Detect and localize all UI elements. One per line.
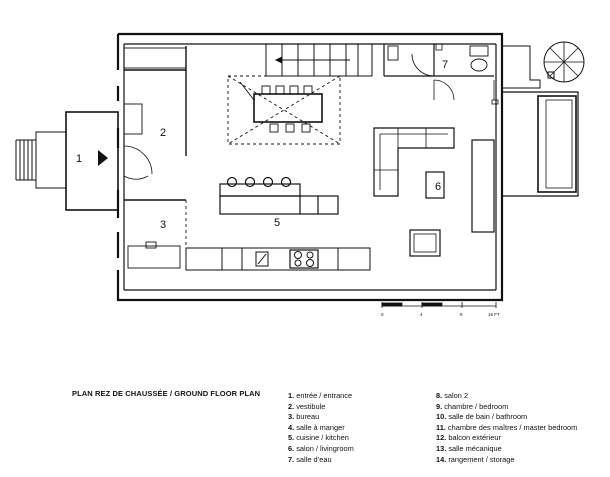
powder-room xyxy=(383,43,494,101)
scale-label-16: 16 FT xyxy=(488,312,500,317)
scale-label-0: 0 xyxy=(381,312,384,317)
legend-item: 5. cuisine / kitchen xyxy=(288,433,349,443)
room-number-5: 5 xyxy=(274,217,280,229)
legend-item: 11. chambre des maîtres / master bedroom xyxy=(436,422,578,432)
room-number-1: 1 xyxy=(76,153,82,165)
scale-bar xyxy=(381,302,497,308)
legend-title: PLAN REZ DE CHAUSSÉE / GROUND FLOOR PLAN xyxy=(72,389,261,398)
legend-item: 9. chambre / bedroom xyxy=(436,401,509,411)
entry-arrow xyxy=(98,150,108,166)
kitchen-counter xyxy=(185,247,371,271)
room-number-6: 6 xyxy=(435,181,441,193)
room-number-7: 7 xyxy=(442,59,448,71)
entrance-stair xyxy=(15,111,119,211)
legend-item: 8. salon 2 xyxy=(436,391,469,400)
dining-area xyxy=(227,75,341,145)
legend-item: 6. salon / livingroom xyxy=(288,443,354,453)
living-room xyxy=(373,127,495,257)
legend-item: 13. salle mécanique xyxy=(436,443,502,453)
room-number-2: 2 xyxy=(160,127,166,139)
legend-column-2: 8. salon 2 9. chambre / bedroom 10. sall… xyxy=(436,391,577,465)
exterior-walls xyxy=(116,32,504,302)
legend-item: 12. balcon extérieur xyxy=(436,433,501,443)
legend-item: 2. vestibule xyxy=(288,401,326,411)
room-number-3: 3 xyxy=(160,219,166,231)
central-stair xyxy=(265,44,373,77)
legend-item: 1. entrée / entrance xyxy=(288,391,353,400)
ground-floor-plan: 1 2 3 5 6 7 0 4 8 16 FT xyxy=(15,32,585,317)
legend-column-1: 1. entrée / entrance 2. vestibule 3. bur… xyxy=(288,391,354,465)
legend-item: 7. salle d’eau xyxy=(288,454,332,464)
legend-item: 3. bureau xyxy=(288,412,320,422)
vestibule-walls xyxy=(123,46,187,201)
bureau-furniture xyxy=(127,241,181,269)
scale-label-4: 4 xyxy=(420,312,423,317)
rear-balcony xyxy=(491,41,585,197)
legend-item: 4. salle à manger xyxy=(288,422,345,432)
legend-item: 10. salle de bain / bathroom xyxy=(436,412,528,422)
scale-label-8: 8 xyxy=(460,312,463,317)
legend-item: 14. rangement / storage xyxy=(436,454,515,464)
kitchen-island xyxy=(219,176,339,215)
